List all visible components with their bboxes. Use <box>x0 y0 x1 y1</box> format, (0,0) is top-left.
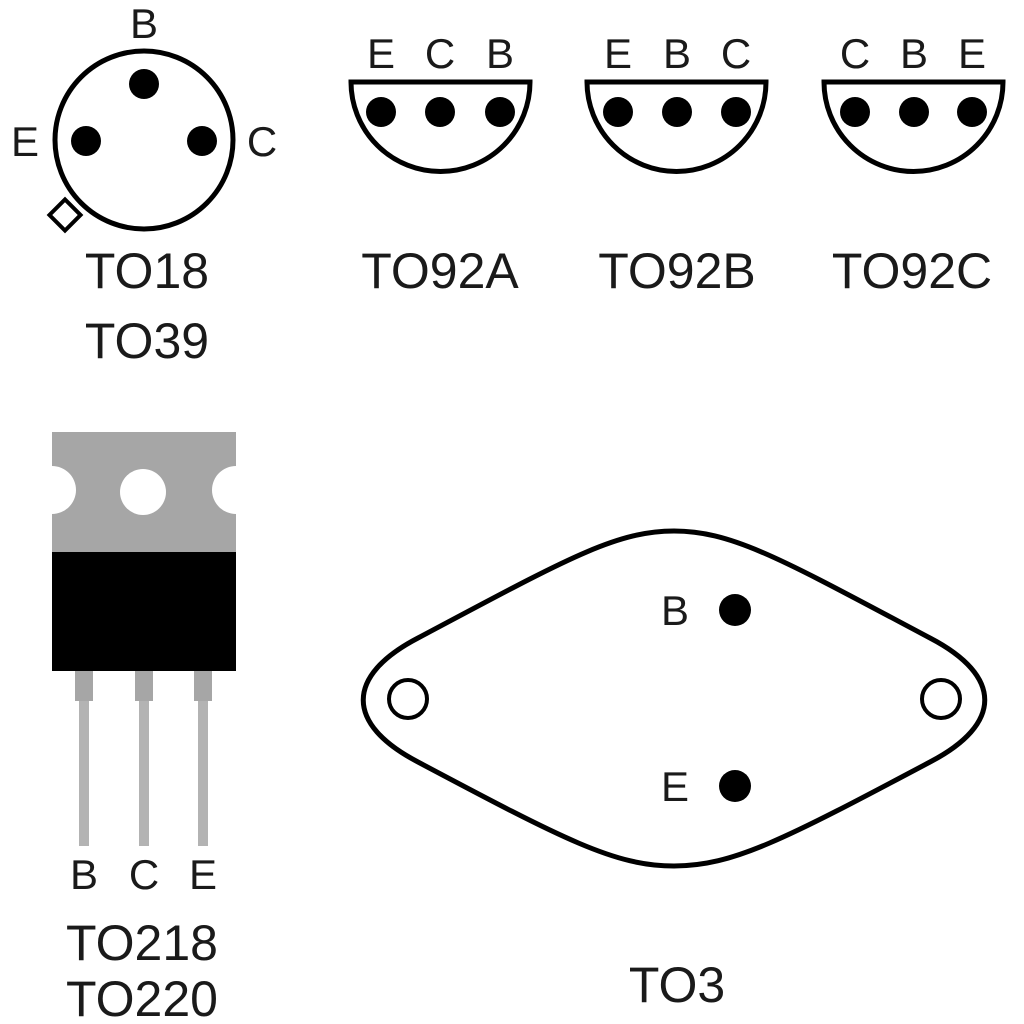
to92a-package: E C B TO92A <box>348 30 533 299</box>
to3-package: B E TO3 <box>360 528 988 1013</box>
to92c-label-2: B <box>900 30 928 77</box>
to220-lead-2 <box>139 701 149 846</box>
to218-name: TO218 <box>66 915 218 971</box>
to92a-label-3: B <box>486 30 514 77</box>
to18-pin-c <box>187 126 217 156</box>
to220-body <box>52 552 236 671</box>
to220-label-2: C <box>129 851 159 898</box>
to92b-name: TO92B <box>598 243 756 299</box>
to3-pin-b <box>719 594 751 626</box>
to3-name: TO3 <box>629 957 725 1013</box>
to92a-label-2: C <box>425 30 455 77</box>
to3-body <box>360 528 988 869</box>
to18-pin-e <box>71 126 101 156</box>
to3-label-b: B <box>661 587 689 634</box>
to92a-name: TO92A <box>361 243 519 299</box>
to3-pin-e <box>719 770 751 802</box>
to92b-body <box>584 79 769 174</box>
to92c-label-1: C <box>840 30 870 77</box>
to92c-package: C B E TO92C <box>821 30 1006 299</box>
to92a-label-1: E <box>367 30 395 77</box>
to92a-pin-1 <box>366 97 396 127</box>
to92b-package: E B C TO92B <box>584 30 769 299</box>
to220-label-1: B <box>70 851 98 898</box>
to220-name: TO220 <box>66 971 218 1024</box>
to220-package: B C E TO218 TO220 <box>52 432 236 1024</box>
to3-mounting-hole-left <box>387 678 429 720</box>
to18-package: B E C TO18 TO39 <box>11 0 277 369</box>
to92b-pin-2 <box>662 97 692 127</box>
to3-label-e: E <box>661 763 689 810</box>
to92c-pin-3 <box>957 97 987 127</box>
to3-mounting-hole-right <box>920 678 962 720</box>
to18-tab <box>46 196 84 234</box>
to92b-label-2: B <box>663 30 691 77</box>
to92c-body <box>821 79 1006 174</box>
to18-pin-b <box>129 69 159 99</box>
to220-label-3: E <box>189 851 217 898</box>
to220-lead-2-root <box>135 671 153 701</box>
to92c-pin-2 <box>899 97 929 127</box>
to92c-name: TO92C <box>832 243 992 299</box>
to92a-pin-3 <box>485 97 515 127</box>
to92b-pin-1 <box>603 97 633 127</box>
to18-name: TO18 <box>85 243 209 299</box>
to92c-pin-1 <box>840 97 870 127</box>
to220-lead-1-root <box>75 671 93 701</box>
to39-name: TO39 <box>85 313 209 369</box>
to92a-pin-2 <box>425 97 455 127</box>
to92a-body <box>348 79 533 174</box>
to18-label-c: C <box>247 118 277 165</box>
to220-lead-3 <box>198 701 208 846</box>
to18-body <box>52 48 236 232</box>
to92c-label-3: E <box>958 30 986 77</box>
to92b-pin-3 <box>721 97 751 127</box>
to92b-label-3: C <box>721 30 751 77</box>
to18-label-e: E <box>11 118 39 165</box>
to220-lead-3-root <box>194 671 212 701</box>
to92b-label-1: E <box>604 30 632 77</box>
to18-label-b: B <box>130 0 158 47</box>
to220-mounting-hole <box>120 469 166 515</box>
to220-lead-1 <box>79 701 89 846</box>
